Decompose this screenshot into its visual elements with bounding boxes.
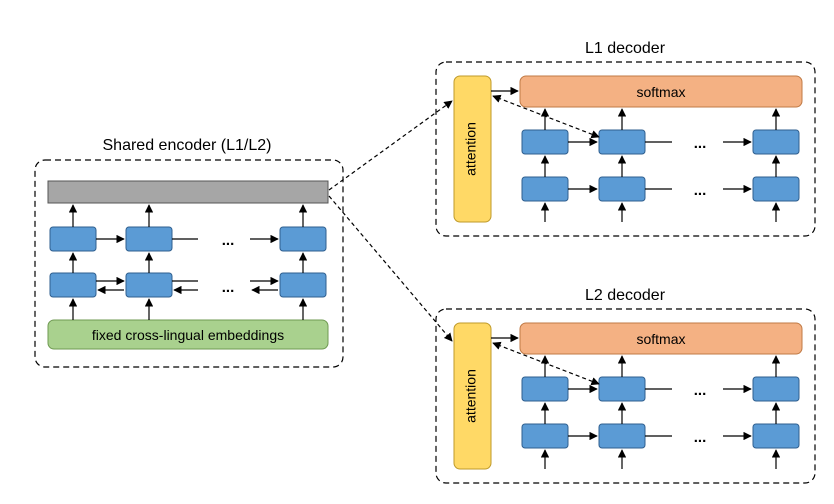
- l1-top-ellipsis: ...: [694, 135, 707, 152]
- l2-softmax-label: softmax: [636, 331, 685, 347]
- l2-bottom-cell: [752, 423, 800, 449]
- encoder-bottom-cell: [125, 272, 173, 298]
- l2-top-cell: [752, 376, 800, 402]
- l1-arrows: [491, 86, 781, 222]
- l2-top-ellipsis: ...: [694, 382, 707, 399]
- embeddings-label: fixed cross-lingual embeddings: [92, 327, 284, 343]
- l1-decoder-boundary: [435, 61, 816, 237]
- l1-attention-feedback: [492, 94, 600, 139]
- embeddings-box: [47, 319, 329, 350]
- encoder-title: Shared encoder (L1/L2): [103, 137, 272, 154]
- l2-attention-feedback: [492, 341, 600, 386]
- l2-bottom-ellipsis: ...: [694, 429, 707, 446]
- encoder-top-ellipsis: ...: [222, 232, 235, 249]
- encoder-top-cell: [49, 226, 97, 252]
- encoder-bottom-ellipsis: ...: [222, 279, 235, 296]
- l1-top-cell: [752, 129, 800, 155]
- l2-decoder-title: L2 decoder: [585, 287, 666, 304]
- l2-bottom-cell: [598, 423, 646, 449]
- l1-bottom-cell: [752, 176, 800, 202]
- l1-softmax-label: softmax: [636, 84, 685, 100]
- l2-top-cell: [521, 376, 569, 402]
- l1-top-cell: [598, 129, 646, 155]
- encoder-bottom-cell: [279, 272, 327, 298]
- l2-top-cell: [598, 376, 646, 402]
- encoder-arrows: [68, 204, 308, 320]
- l1-bottom-cell: [598, 176, 646, 202]
- encoder-boundary: [34, 159, 344, 368]
- l2-decoder: L2 decoder attention softmax ... ...: [435, 287, 816, 484]
- encoder-bottom-cell: [49, 272, 97, 298]
- l2-attention-label: attention: [463, 369, 479, 423]
- encoder-output-bar: [47, 180, 329, 204]
- l1-decoder-title: L1 decoder: [585, 40, 666, 57]
- l2-bottom-cell: [521, 423, 569, 449]
- l2-attention-box: [453, 322, 492, 470]
- l1-bottom-ellipsis: ...: [694, 182, 707, 199]
- encoder-to-decoder-links: [328, 100, 453, 342]
- shared-encoder: Shared encoder (L1/L2) fixed cross-lingu…: [34, 137, 344, 368]
- l2-decoder-boundary: [435, 308, 816, 484]
- l1-attention-box: [453, 75, 492, 223]
- l2-arrows: [491, 333, 781, 469]
- l1-bottom-cell: [521, 176, 569, 202]
- l1-attention-label: attention: [463, 122, 479, 176]
- encoder-top-cell: [279, 226, 327, 252]
- l1-decoder: L1 decoder attention softmax ... ...: [435, 40, 816, 237]
- encoder-top-cell: [125, 226, 173, 252]
- l1-top-cell: [521, 129, 569, 155]
